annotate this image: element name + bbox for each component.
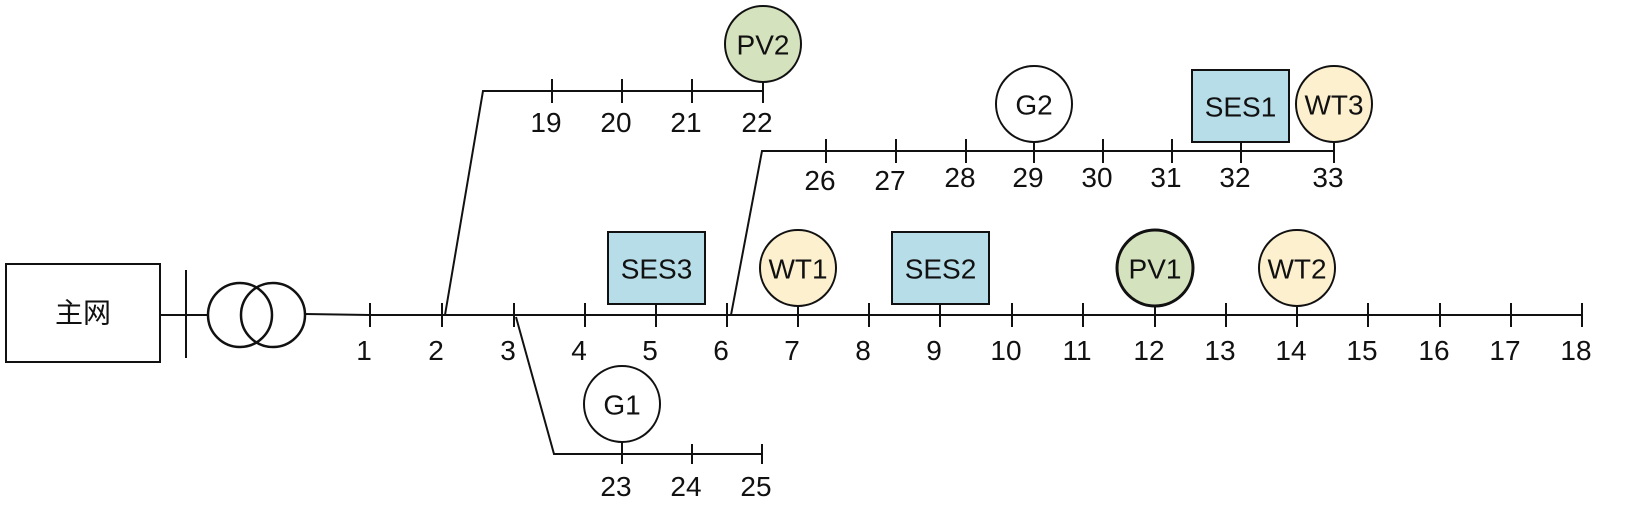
bus-label-13: 13 bbox=[1204, 335, 1235, 366]
bus-label-32: 32 bbox=[1219, 162, 1250, 193]
device-label: PV2 bbox=[737, 30, 790, 61]
bus-label-23: 23 bbox=[600, 471, 631, 502]
device-wt3: WT3 bbox=[1295, 65, 1373, 151]
device-label: PV1 bbox=[1129, 254, 1182, 285]
transformer-output-line bbox=[304, 313, 371, 316]
bus-label-2: 2 bbox=[428, 335, 444, 366]
device-label: SES1 bbox=[1205, 92, 1277, 123]
bus-label-26: 26 bbox=[804, 165, 835, 196]
bus-label-5: 5 bbox=[642, 335, 658, 366]
bus-label-17: 17 bbox=[1489, 335, 1520, 366]
transformer-icon bbox=[206, 281, 307, 349]
bus-label-19: 19 bbox=[530, 107, 561, 138]
device-wt2: WT2 bbox=[1258, 229, 1336, 315]
bus-label-1: 1 bbox=[356, 335, 372, 366]
device-ses3: SES3 bbox=[607, 231, 706, 315]
bus-label-30: 30 bbox=[1081, 162, 1112, 193]
main-grid: 主网 bbox=[5, 263, 161, 363]
branch-line-2-19 bbox=[444, 90, 763, 316]
bus-label-25: 25 bbox=[740, 471, 771, 502]
device-ses1: SES1 bbox=[1191, 69, 1290, 151]
bus-label-9: 9 bbox=[926, 335, 942, 366]
bus-label-21: 21 bbox=[670, 107, 701, 138]
bus-label-18: 18 bbox=[1560, 335, 1591, 366]
device-pv2: PV2 bbox=[724, 5, 802, 91]
device-g1: G1 bbox=[583, 365, 661, 454]
bus-label-4: 4 bbox=[571, 335, 587, 366]
device-label: WT2 bbox=[1267, 254, 1326, 285]
device-label: SES2 bbox=[905, 254, 977, 285]
bus-label-6: 6 bbox=[713, 335, 729, 366]
device-label: WT1 bbox=[768, 254, 827, 285]
bus-label-14: 14 bbox=[1275, 335, 1306, 366]
bus-label-16: 16 bbox=[1418, 335, 1449, 366]
device-label: G2 bbox=[1015, 90, 1052, 121]
bus-label-29: 29 bbox=[1012, 162, 1043, 193]
device-wt1: WT1 bbox=[759, 229, 837, 315]
bus-label-31: 31 bbox=[1150, 162, 1181, 193]
branch-line-6-26 bbox=[730, 150, 1334, 316]
bus-label-20: 20 bbox=[600, 107, 631, 138]
bus-label-3: 3 bbox=[500, 335, 516, 366]
bus-label-24: 24 bbox=[670, 471, 701, 502]
bus-label-27: 27 bbox=[874, 165, 905, 196]
device-ses2: SES2 bbox=[891, 231, 990, 315]
main-grid-box bbox=[5, 263, 161, 363]
bus-label-33: 33 bbox=[1312, 162, 1343, 193]
device-label: SES3 bbox=[621, 254, 693, 285]
main-grid-label: 主网 bbox=[55, 297, 111, 330]
device-g2: G2 bbox=[995, 65, 1073, 151]
bus-label-7: 7 bbox=[784, 335, 800, 366]
bus-label-12: 12 bbox=[1133, 335, 1164, 366]
bus-label-22: 22 bbox=[741, 107, 772, 138]
bus-label-15: 15 bbox=[1346, 335, 1377, 366]
device-label: WT3 bbox=[1304, 90, 1363, 121]
bus-label-11: 11 bbox=[1062, 335, 1091, 366]
bus-label-10: 10 bbox=[990, 335, 1021, 366]
device-label: G1 bbox=[603, 390, 640, 421]
bus-label-8: 8 bbox=[855, 335, 871, 366]
bus-label-28: 28 bbox=[944, 162, 975, 193]
storage-icon bbox=[891, 231, 990, 305]
device-pv1: PV1 bbox=[1115, 228, 1195, 315]
